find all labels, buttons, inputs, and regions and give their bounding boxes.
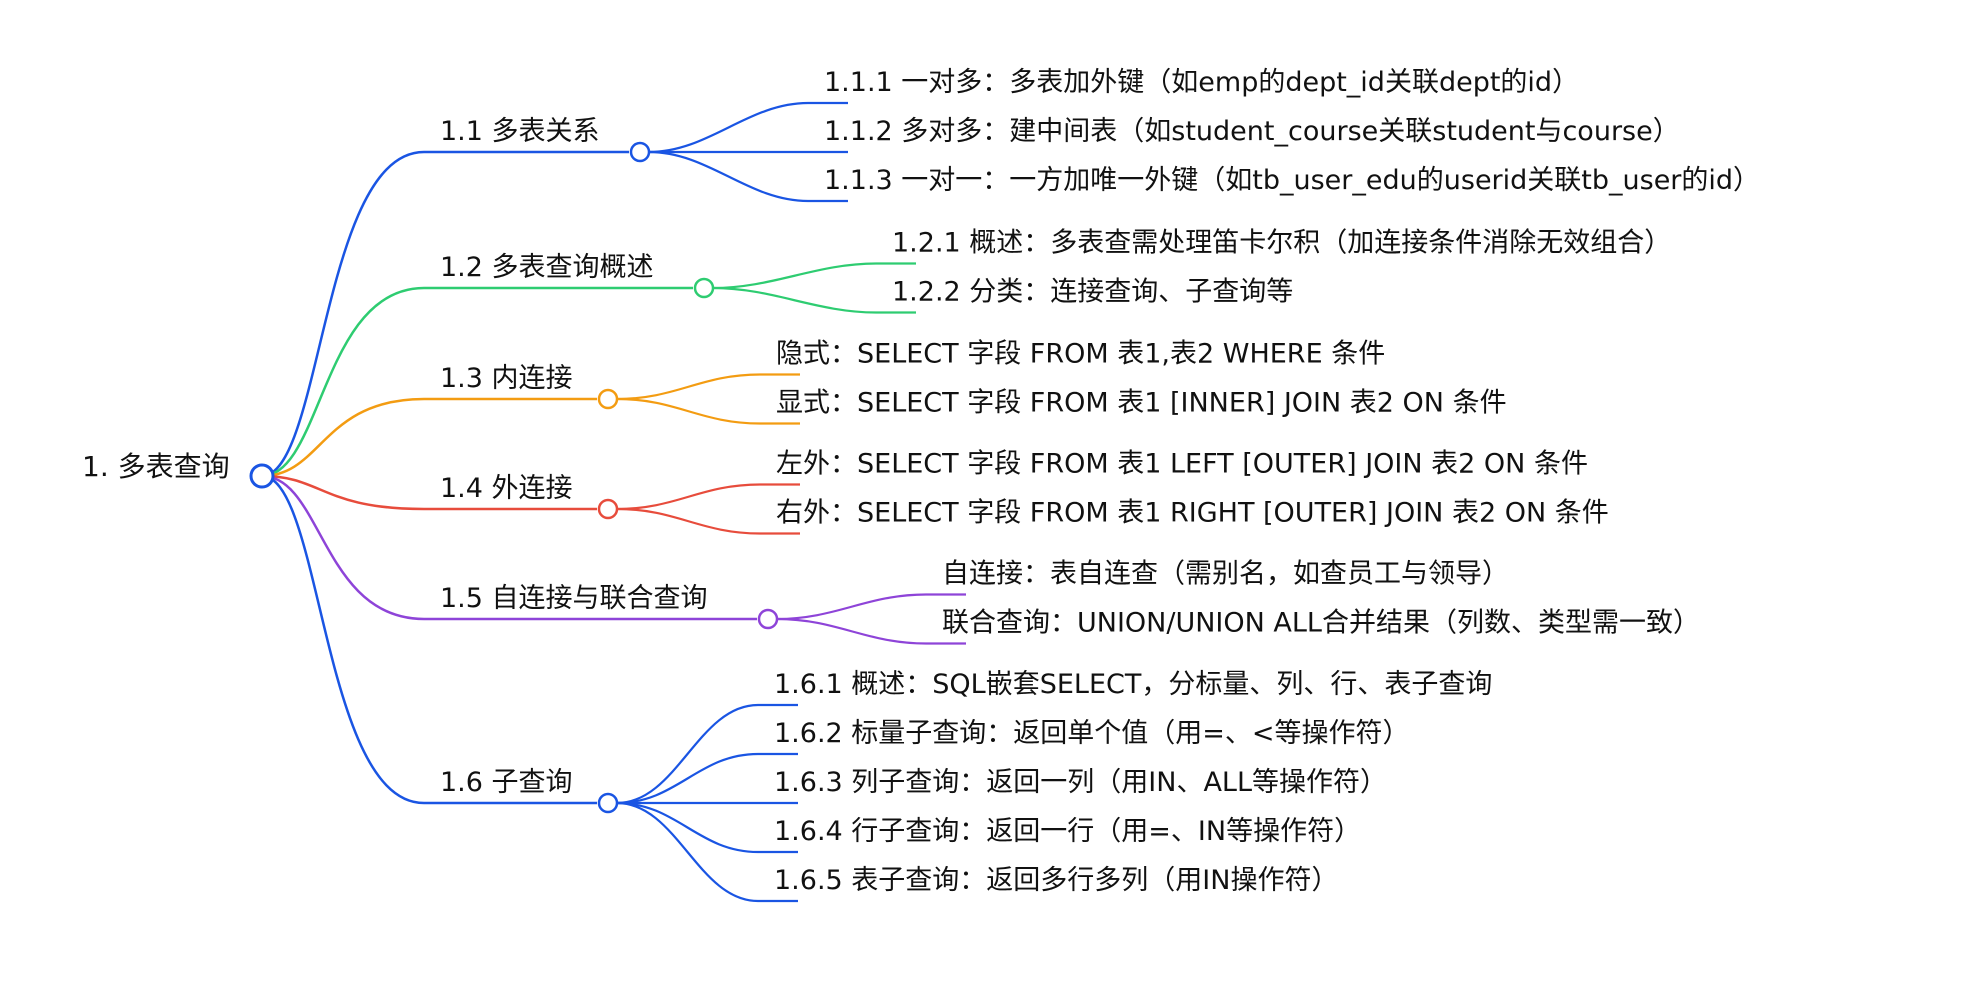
nodes-layer: 1. 多表查询 1.1 多表关系 1.1.1 一对多：多表加外键（如emp的dep…	[82, 67, 1760, 896]
edge-branch-3-to-child-1	[616, 373, 761, 401]
edge-branch-2-to-child-2	[712, 286, 877, 314]
branch-6-circle	[597, 792, 619, 814]
root-node-label: 1. 多表查询	[82, 450, 230, 483]
edge-branch-1-to-child-1	[648, 101, 809, 154]
branch-5-label: 1.5 自连接与联合查询	[440, 583, 708, 614]
child-6-4-label: 1.6.4 行子查询：返回一行（用=、IN等操作符）	[774, 816, 1361, 847]
child-5-2-label: 联合查询：UNION/UNION ALL合并结果（列数、类型需一致）	[942, 608, 1700, 639]
branch-3-circle	[597, 388, 619, 410]
branch-2-circle	[693, 277, 715, 299]
branch-4-label: 1.4 外连接	[440, 473, 573, 504]
edge-root-to-branch-4	[261, 474, 425, 511]
edge-root-to-branch-2	[261, 286, 425, 478]
edge-root-to-branch-5	[261, 474, 425, 621]
child-4-2-label: 右外：SELECT 字段 FROM 表1 RIGHT [OUTER] JOIN …	[776, 498, 1609, 529]
child-6-5-label: 1.6.5 表子查询：返回多行多列（用IN操作符）	[774, 865, 1338, 896]
edges-layer	[261, 101, 966, 903]
branch-4-circle	[597, 498, 619, 520]
child-1-3-label: 1.1.3 一对一：一方加唯一外键（如tb_user_edu的userid关联t…	[824, 165, 1760, 196]
branch-1-circle	[629, 141, 651, 163]
edge-branch-5-to-child-1	[776, 593, 927, 621]
edge-branch-6-to-child-5	[616, 801, 759, 903]
edge-root-to-branch-3	[261, 397, 425, 478]
child-1-2-label: 1.1.2 多对多：建中间表（如student_course关联student与…	[824, 116, 1680, 147]
child-3-1-label: 隐式：SELECT 字段 FROM 表1,表2 WHERE 条件	[776, 339, 1385, 370]
edge-branch-5-to-child-2	[776, 617, 927, 645]
edge-branch-3-to-child-2	[616, 397, 761, 425]
branch-3-label: 1.3 内连接	[440, 363, 573, 394]
edge-root-to-branch-6	[261, 474, 425, 805]
edge-branch-6-to-child-4	[616, 801, 759, 854]
branch-6-label: 1.6 子查询	[440, 767, 573, 798]
branch-5-circle	[757, 608, 779, 630]
child-2-1-label: 1.2.1 概述：多表查需处理笛卡尔积（加连接条件消除无效组合）	[892, 228, 1671, 259]
child-6-2-label: 1.6.2 标量子查询：返回单个值（用=、<等操作符）	[774, 718, 1410, 749]
child-1-1-label: 1.1.1 一对多：多表加外键（如emp的dept_id关联dept的id）	[824, 67, 1579, 98]
edge-root-to-branch-1	[261, 150, 425, 478]
edge-branch-2-to-child-1	[712, 262, 877, 290]
child-3-2-label: 显式：SELECT 字段 FROM 表1 [INNER] JOIN 表2 ON …	[776, 388, 1507, 419]
branch-1-label: 1.1 多表关系	[440, 116, 600, 147]
child-2-2-label: 1.2.2 分类：连接查询、子查询等	[892, 277, 1293, 308]
edge-branch-6-to-child-1	[616, 703, 759, 805]
child-6-1-label: 1.6.1 概述：SQL嵌套SELECT，分标量、列、行、表子查询	[774, 669, 1492, 700]
edge-branch-4-to-child-2	[616, 507, 761, 535]
branch-2-label: 1.2 多表查询概述	[440, 252, 654, 283]
child-5-1-label: 自连接：表自连查（需别名，如查员工与领导）	[942, 559, 1509, 590]
child-6-3-label: 1.6.3 列子查询：返回一列（用IN、ALL等操作符）	[774, 767, 1387, 798]
edge-branch-1-to-child-3	[648, 150, 809, 203]
root-node-circle	[249, 463, 275, 489]
edge-branch-4-to-child-1	[616, 483, 761, 511]
edge-branch-6-to-child-2	[616, 752, 759, 805]
child-4-1-label: 左外：SELECT 字段 FROM 表1 LEFT [OUTER] JOIN 表…	[776, 449, 1588, 480]
